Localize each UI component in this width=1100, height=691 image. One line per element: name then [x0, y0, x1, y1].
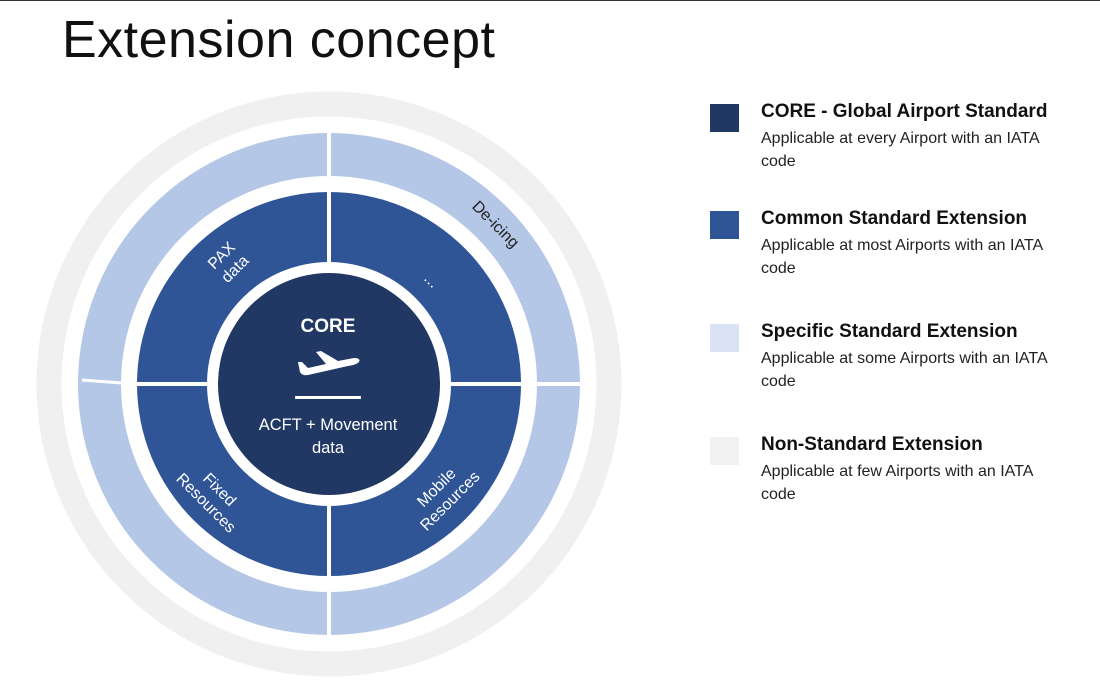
- core-text-line1: ACFT + Movement: [259, 416, 398, 434]
- airplane-takeoff-icon: [298, 351, 360, 376]
- core-circle: [218, 273, 440, 495]
- legend-desc: Applicable at every Airport with an IATA…: [761, 130, 1039, 170]
- legend-title: Non-Standard Extension: [761, 434, 983, 455]
- core-label: CORE: [301, 316, 356, 337]
- legend-title: Common Standard Extension: [761, 208, 1028, 229]
- core-text-line2: data: [312, 439, 345, 457]
- legend-swatch-core: [710, 104, 739, 132]
- legend-title: CORE - Global Airport Standard: [761, 101, 1048, 122]
- core-divider-line: [295, 396, 361, 399]
- legend-title: Specific Standard Extension: [761, 321, 1018, 342]
- extension-diagram: De-icing PAX data ... Fixed Resources Mo…: [36, 91, 622, 677]
- top-border: [0, 0, 1100, 1]
- divider-specific-left: [81, 378, 123, 385]
- legend-swatch-specific: [710, 324, 739, 352]
- legend-desc: Applicable at some Airports with an IATA…: [761, 350, 1047, 390]
- page-title: Extension concept: [62, 11, 496, 69]
- legend-swatch-common: [710, 211, 739, 239]
- non-standard-ring: [36, 91, 622, 677]
- legend-swatch-non-standard: [710, 437, 739, 465]
- legend-desc: Applicable at most Airports with an IATA…: [761, 237, 1043, 277]
- divider-specific-right: [530, 382, 585, 386]
- legend-desc: Applicable at few Airports with an IATA …: [761, 463, 1033, 503]
